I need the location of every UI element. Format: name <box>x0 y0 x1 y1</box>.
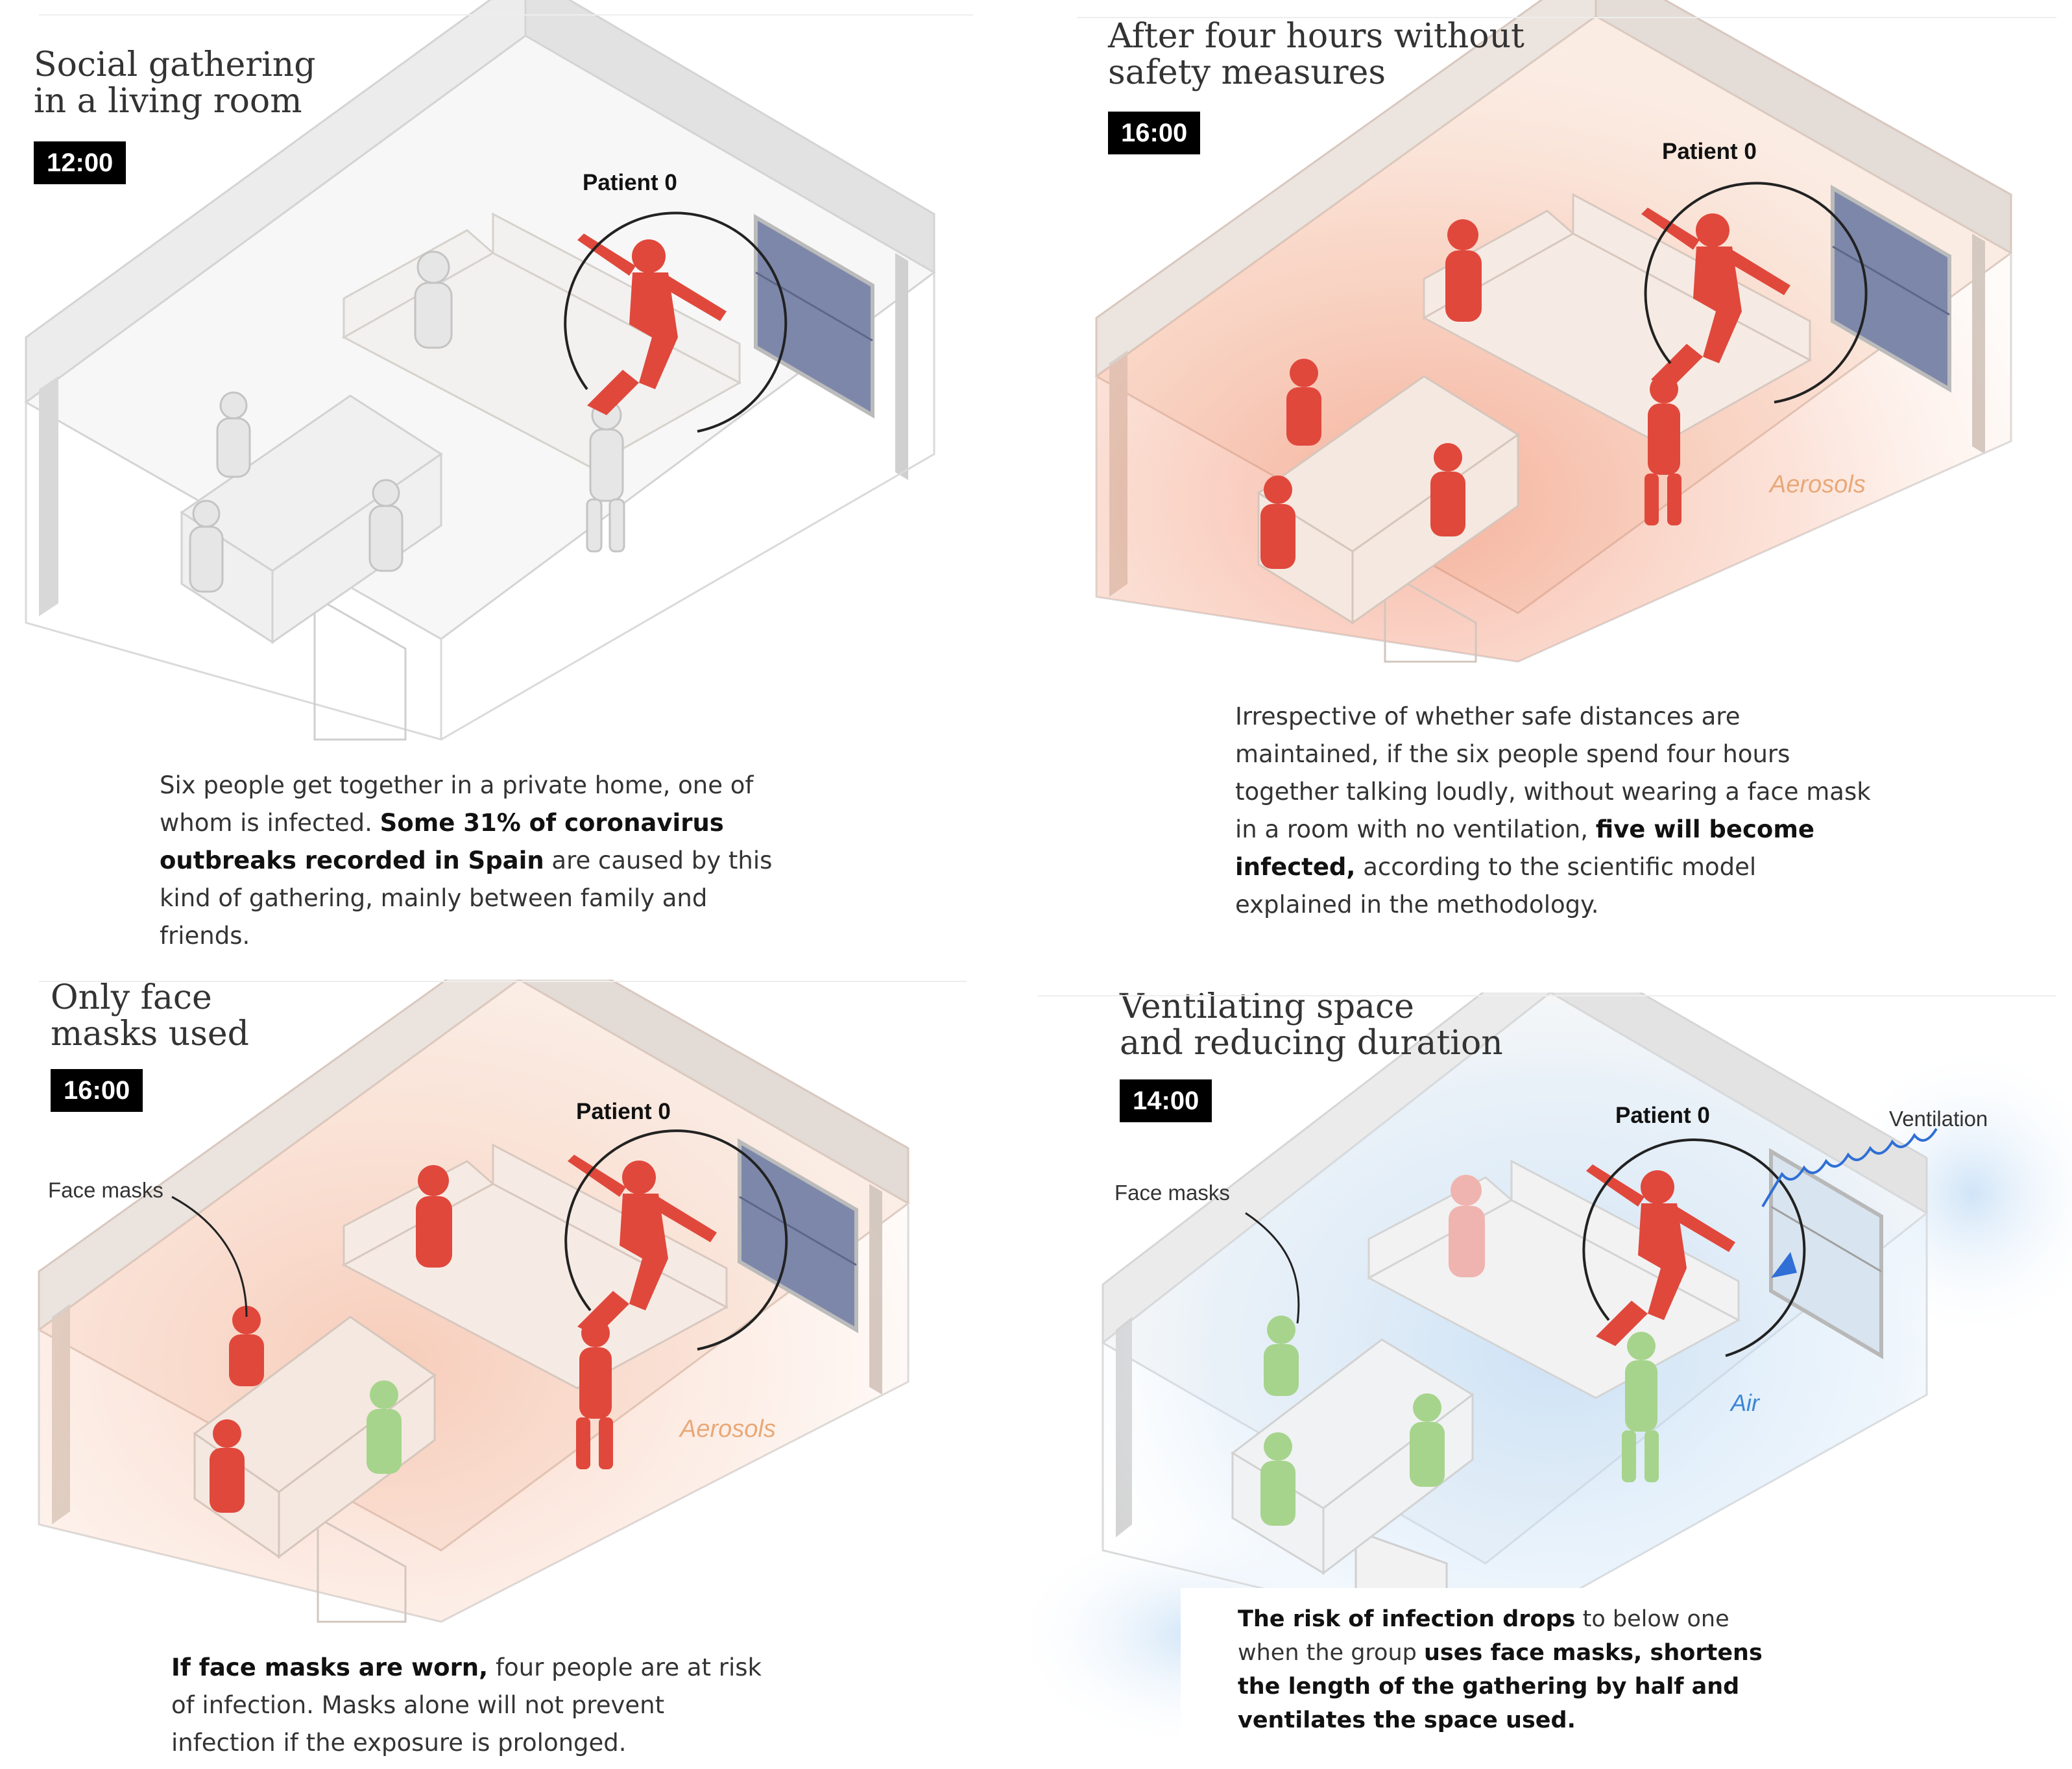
ventilation-label: Ventilation <box>1889 1107 1988 1131</box>
window <box>1831 184 1951 393</box>
room-illustration <box>1031 993 2072 1751</box>
panel-title: Only face masks used <box>51 978 249 1053</box>
transmission-circle <box>1582 1138 1806 1357</box>
ventilation-arrow <box>1761 1127 1938 1208</box>
caption-segment: Six people get together in a private hom… <box>160 771 754 837</box>
window-open <box>1769 1148 1883 1360</box>
caption-segment-bold: Some 31% of coronavirus outbreaks record… <box>160 809 724 874</box>
person-infected-patient-zero <box>1586 1164 1735 1346</box>
panel-social-gathering: Social gathering in a living room 12:00 … <box>0 0 973 960</box>
time-badge: 14:00 <box>1120 1079 1212 1122</box>
door <box>1384 569 1477 663</box>
separator <box>1077 17 2056 18</box>
room-illustration <box>1094 0 2013 663</box>
caption-segment-bold: uses face masks, shortens the length of … <box>1238 1640 1763 1733</box>
panel-four-hours: After four hours without safety measures… <box>1070 0 2072 960</box>
time-badge: 16:00 <box>1108 112 1201 154</box>
panel-ventilation: Ventilating space and reducing duration … <box>1031 989 2072 1769</box>
door <box>313 595 407 741</box>
separator <box>39 14 973 16</box>
transmission-circle <box>1644 182 1868 403</box>
caption-segment-bold: five will become infected, <box>1235 815 1814 881</box>
caption-segment-bold: If face masks are worn, <box>171 1654 488 1681</box>
caption-segment: Irrespective of whether safe distances a… <box>1235 703 1871 843</box>
panel-face-masks: Only face masks used 16:00 Patient 0 Fac… <box>0 980 973 1769</box>
caption-segment: four people are at risk of infection. Ma… <box>171 1654 762 1757</box>
patient-zero-label: Patient 0 <box>576 1099 671 1124</box>
window <box>738 1138 858 1334</box>
door <box>317 1516 407 1623</box>
room-illustration <box>37 980 910 1623</box>
patient-zero-label: Patient 0 <box>1615 1103 1710 1128</box>
separator <box>1038 995 2056 996</box>
window <box>754 213 874 419</box>
person-protected <box>1260 1316 1659 1526</box>
person-infected-patient-zero <box>577 234 727 415</box>
caption-segment: to below one when the group <box>1238 1606 1729 1666</box>
panel-caption: Irrespective of whether safe distances a… <box>1235 698 1871 924</box>
person-infected-patient-zero <box>568 1155 717 1336</box>
face-masks-pointer <box>1245 1212 1300 1324</box>
time-badge: 12:00 <box>34 141 126 184</box>
transmission-circle <box>564 1129 788 1351</box>
transmission-circle <box>564 211 788 433</box>
panel-caption: If face masks are worn, four people are … <box>171 1649 768 1762</box>
person-healthy <box>189 250 625 593</box>
aerosols-label: Aerosols <box>1770 471 1866 498</box>
patient-zero-label: Patient 0 <box>583 170 677 195</box>
caption-segment: are caused by this kind of gathering, ma… <box>160 847 773 950</box>
patient-zero-label: Patient 0 <box>1662 139 1757 164</box>
separator <box>39 981 967 982</box>
aerosols-label: Aerosols <box>680 1415 776 1443</box>
face-masks-label: Face masks <box>1114 1181 1230 1205</box>
panel-caption: Six people get together in a private hom… <box>160 767 795 955</box>
air-label: Air <box>1731 1390 1759 1416</box>
panel-title: Social gathering in a living room <box>34 45 316 121</box>
person-infected-masked <box>210 1165 613 1513</box>
caption-box <box>1181 1588 1777 1750</box>
panel-title: After four hours without safety measures <box>1108 17 1524 92</box>
person-lightly-exposed <box>1449 1175 1485 1277</box>
caption-segment: according to the scientific model explai… <box>1235 853 1757 919</box>
room-illustration <box>24 0 936 741</box>
panel-caption: The risk of infection drops to below one… <box>1238 1602 1796 1737</box>
time-badge: 16:00 <box>51 1069 143 1112</box>
person-infected <box>1260 219 1681 569</box>
person-protected <box>367 1380 402 1474</box>
face-masks-pointer <box>171 1196 248 1318</box>
face-masks-label: Face masks <box>48 1178 163 1202</box>
panel-title: Ventilating space and reducing duration <box>1120 987 1503 1063</box>
caption-segment-bold: The risk of infection drops <box>1238 1606 1576 1632</box>
person-infected-patient-zero <box>1641 208 1790 389</box>
